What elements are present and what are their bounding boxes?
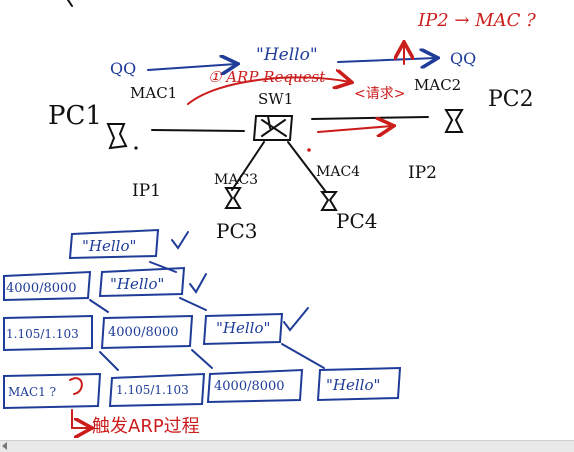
row2-transport: 4000/8000 <box>6 281 77 296</box>
pc1-label: PC1 <box>48 101 102 131</box>
check-icon <box>189 273 207 294</box>
row4-transport: 4000/8000 <box>214 379 285 394</box>
stray-mark <box>67 0 73 7</box>
arp-request-label: ① ARP Request <box>208 68 326 86</box>
mac1-label: MAC1 <box>130 84 177 102</box>
frame-row-3: 1.105/1.103 4000/8000 "Hello" <box>3 307 309 352</box>
qq-arrow-left <box>147 64 236 70</box>
row3-transport: 4000/8000 <box>108 325 179 340</box>
check-icon <box>283 307 309 332</box>
qq-arrow-right <box>337 58 436 62</box>
arp-forward-arrow <box>317 126 392 132</box>
frame-row-4: MAC1 ? 1.105/1.103 4000/8000 "Hello" <box>3 366 402 410</box>
row4-network: 1.105/1.103 <box>116 383 189 397</box>
hello-top-label: "Hello" <box>256 45 318 65</box>
qq-left-label: QQ <box>110 59 136 78</box>
pc4-label: PC4 <box>336 209 377 233</box>
link-sw1-pc4 <box>287 141 327 193</box>
row4-data: "Hello" <box>326 376 380 394</box>
row2-data: "Hello" <box>110 275 164 293</box>
link-sw1-pc3 <box>231 141 265 191</box>
frame-row-1: "Hello" <box>68 228 189 260</box>
arp-note-label: 触发ARP过程 <box>92 416 200 437</box>
query-label: <请求> <box>354 86 405 102</box>
ip2-mac-label: IP2 → MAC ? <box>417 10 536 31</box>
pc1-icon <box>106 123 138 150</box>
horizontal-scrollbar[interactable] <box>0 440 574 452</box>
link-pc1-sw1 <box>151 129 245 132</box>
qq-right-label: QQ <box>450 49 476 68</box>
pc2-label: PC2 <box>488 87 534 112</box>
switch-icon <box>252 115 294 141</box>
pc3-icon <box>224 187 242 209</box>
switch-label: SW1 <box>258 90 293 108</box>
row-connectors <box>89 261 325 371</box>
network-diagram: PC1 PC2 PC3 PC4 SW1 MAC1 MAC2 MAC3 MAC4 … <box>3 0 536 440</box>
ip1-label: IP1 <box>132 181 161 201</box>
row1-data: "Hello" <box>82 237 136 255</box>
pc2-icon <box>444 109 464 133</box>
mac4-label: MAC4 <box>316 164 360 180</box>
arp-question-mark <box>69 377 83 395</box>
mac2-label: MAC2 <box>414 76 461 94</box>
arp-note-arrow <box>71 409 90 428</box>
row3-data: "Hello" <box>216 319 270 337</box>
scroll-left-icon[interactable] <box>2 442 7 450</box>
pc4-icon <box>320 191 338 211</box>
arp-request-arrow <box>187 77 350 105</box>
mac3-label: MAC3 <box>214 172 258 188</box>
ip2-label: IP2 <box>408 163 437 183</box>
check-icon <box>171 231 189 250</box>
row4-link: MAC1 ? <box>8 385 56 399</box>
pc3-label: PC3 <box>216 219 257 243</box>
red-dot <box>307 148 311 152</box>
frame-row-2: 4000/8000 "Hello" <box>3 266 207 302</box>
row3-network: 1.105/1.103 <box>6 327 79 341</box>
link-sw1-pc2 <box>311 116 429 120</box>
